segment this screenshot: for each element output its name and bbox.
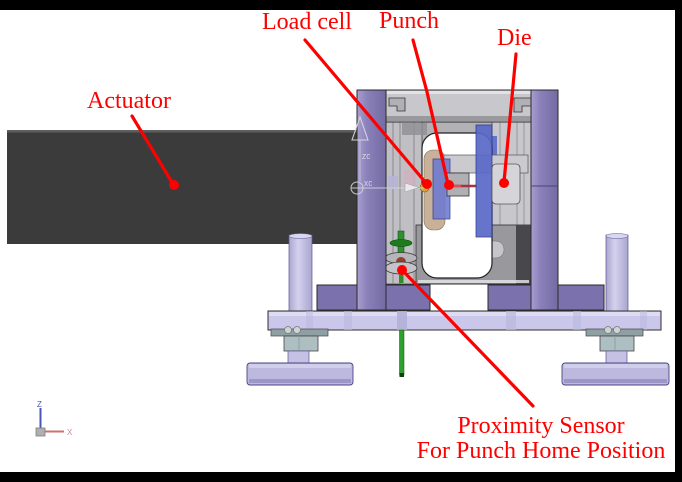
baseplate [267, 310, 662, 331]
leader-proximity [401, 269, 535, 408]
punch-label: Punch [379, 8, 439, 34]
datum-xc-label: XC [364, 181, 372, 189]
die-label: Die [497, 25, 532, 51]
coordinate-triad: Z X [35, 400, 73, 437]
leveling-foot-left [246, 326, 354, 386]
dot-die [499, 178, 509, 188]
die-holder-plate [475, 124, 493, 238]
annotation-leaders [130, 38, 535, 408]
leader-die [502, 52, 518, 184]
proximity-sensor-label: Proximity Sensor For Punch Home Position [403, 414, 679, 464]
annotation-dots [169, 178, 509, 275]
leader-punch [411, 38, 450, 186]
leveling-foot-right [561, 326, 670, 386]
sensor-rod-lower [399, 329, 405, 377]
proximity-label-line1: Proximity Sensor [457, 413, 625, 439]
dot-actuator [169, 180, 179, 190]
triad-x-label: X [67, 428, 73, 437]
border-bottom [0, 472, 682, 482]
proximity-label-line2: For Punch Home Position [416, 438, 666, 464]
leader-load-cell [303, 38, 428, 185]
dot-load-cell [422, 179, 432, 189]
border-right [675, 0, 682, 482]
dot-proximity [397, 265, 407, 275]
datum-zc-label: ZC [362, 154, 370, 162]
leg-cylinders [288, 233, 629, 314]
border-top [0, 0, 682, 10]
frame-columns [356, 89, 559, 311]
cad-datum-marks: ZC XC [350, 115, 424, 195]
triad-z-label: Z [37, 400, 42, 409]
actuator-label: Actuator [87, 88, 171, 114]
load-cell-label: Load cell [262, 9, 352, 35]
actuator-body [7, 130, 359, 244]
proximity-sensor [384, 230, 418, 283]
dot-punch [444, 180, 454, 190]
leader-actuator [130, 114, 175, 186]
